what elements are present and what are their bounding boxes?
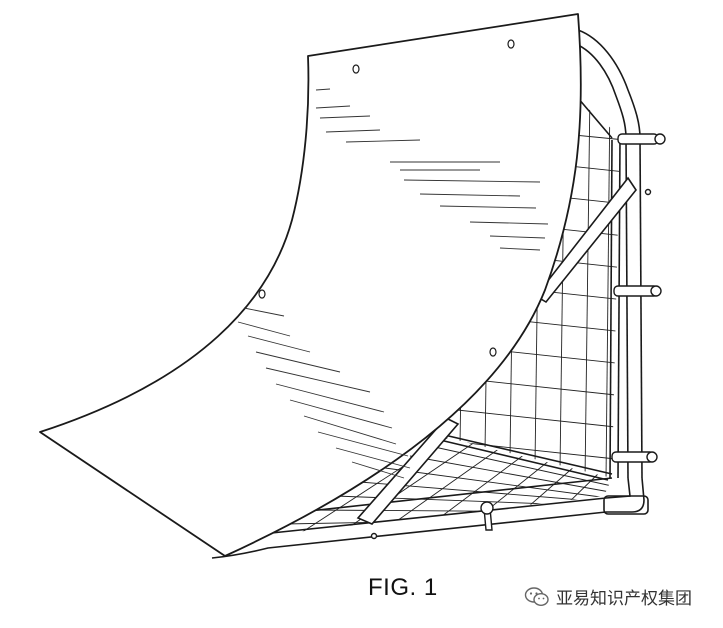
- ramp-sheet: [39, 13, 582, 557]
- wechat-icon: [524, 586, 549, 606]
- figure-label: FIG. 1: [368, 574, 438, 601]
- watermark: 亚易知识产权集团: [524, 584, 692, 609]
- watermark-text: 亚易知识产权集团: [556, 589, 692, 609]
- frame: [211, 29, 649, 559]
- clamps: [370, 133, 666, 540]
- diagonal-braces: [356, 176, 637, 525]
